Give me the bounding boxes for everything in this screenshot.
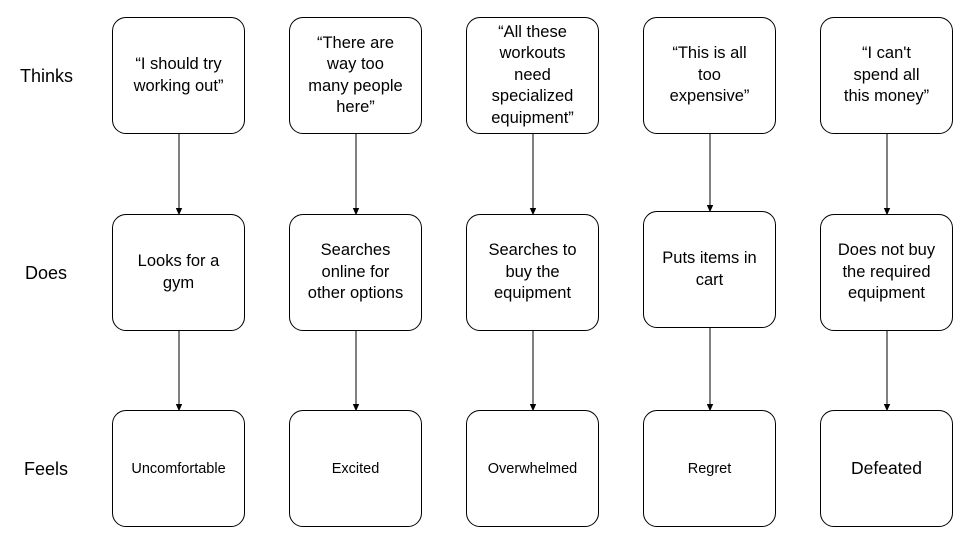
does-text-1: Looks for a gym (137, 252, 220, 292)
row-label-feels: Feels (24, 459, 69, 479)
does-box-4: Puts items in cart (643, 211, 776, 328)
thinks-text-2: “There are way too many people here” (308, 33, 403, 117)
thinks-text-4: “This is all too expensive” (669, 44, 750, 106)
does-box-1: Looks for a gym (112, 214, 245, 331)
feels-box-1: Uncomfortable (112, 410, 245, 527)
does-text-5: Does not buy the required equipment (837, 241, 936, 303)
row-label-thinks: Thinks (20, 66, 74, 86)
feels-box-5: Defeated (820, 410, 953, 527)
feels-text-1: Uncomfortable (131, 460, 226, 477)
feels-text-2: Excited (331, 460, 380, 477)
row-label-does: Does (25, 263, 68, 283)
does-box-5: Does not buy the required equipment (820, 214, 953, 331)
feels-box-3: Overwhelmed (466, 410, 599, 527)
does-text-4: Puts items in cart (662, 249, 757, 289)
does-text-3: Searches to buy the equipment (488, 241, 577, 303)
does-box-2: Searches online for other options (289, 214, 422, 331)
feels-text-5: Defeated (850, 458, 923, 478)
feels-text-3: Overwhelmed (487, 460, 578, 477)
thinks-text-1: “I should try working out” (133, 55, 224, 95)
thinks-box-4: “This is all too expensive” (643, 17, 776, 134)
feels-box-2: Excited (289, 410, 422, 527)
does-box-3: Searches to buy the equipment (466, 214, 599, 331)
feels-text-4: Regret (687, 460, 732, 477)
thinks-box-2: “There are way too many people here” (289, 17, 422, 134)
feels-box-4: Regret (643, 410, 776, 527)
thinks-box-5: “I can't spend all this money” (820, 17, 953, 134)
thinks-text-3: “All these workouts need specialized equ… (491, 22, 574, 127)
thinks-text-5: “I can't spend all this money” (843, 44, 930, 106)
thinks-box-1: “I should try working out” (112, 17, 245, 134)
thinks-box-3: “All these workouts need specialized equ… (466, 17, 599, 134)
does-text-2: Searches online for other options (307, 241, 404, 303)
